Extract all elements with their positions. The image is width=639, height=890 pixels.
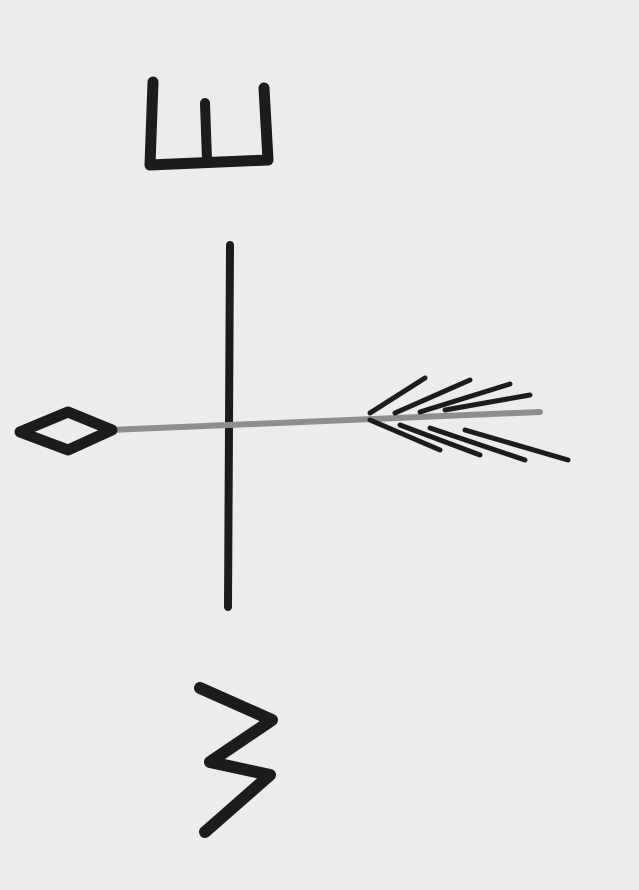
sketch-canvas xyxy=(0,0,639,890)
paper-background xyxy=(0,0,639,890)
